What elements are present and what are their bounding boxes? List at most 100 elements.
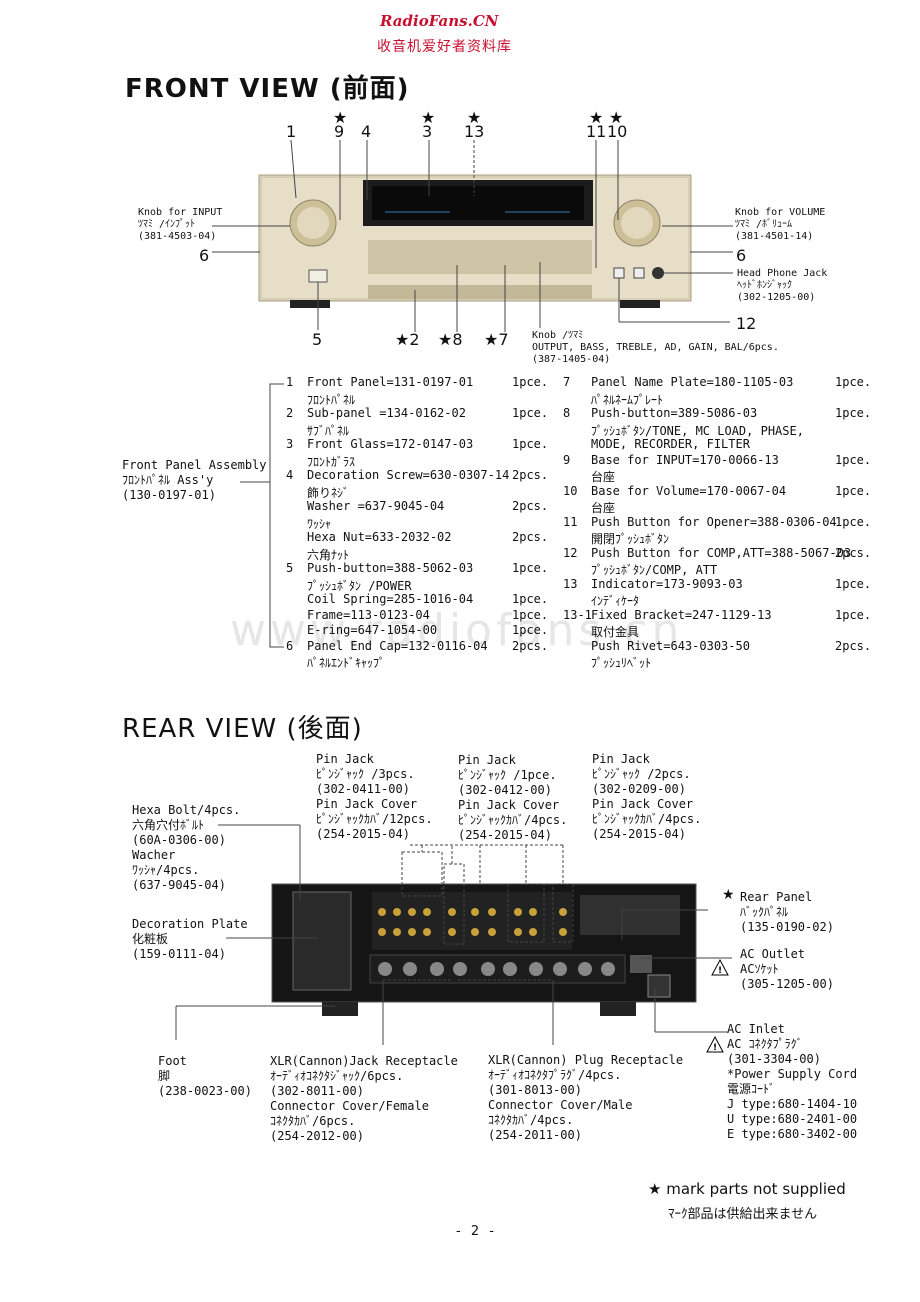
callout-9: 9: [334, 122, 345, 141]
part-number: 5: [286, 561, 294, 575]
warning-icon-2: !: [713, 1043, 717, 1053]
rear-amplifier-image: [271, 883, 697, 1016]
callout-2: ★2: [395, 330, 420, 349]
part-quantity: 2pcs.: [512, 468, 549, 482]
part-description: Base for INPUT=170-0066-13: [591, 452, 779, 467]
part-description: Indicator=173-9093-03: [591, 576, 743, 591]
callout-1: 1: [286, 122, 297, 141]
part-number: 11: [563, 514, 578, 529]
part-description: 飾りﾈｼﾞ: [307, 485, 350, 500]
part-quantity: 1pce.: [512, 607, 549, 622]
part-number: 7: [563, 375, 571, 389]
part-description: ﾌﾛﾝﾄｶﾞﾗｽ: [307, 454, 356, 469]
part-number: 6: [286, 638, 294, 653]
part-description: Coil Spring=285-1016-04: [307, 592, 474, 606]
part-description: ﾌﾟｯｼｭﾎﾞﾀﾝ /POWER: [307, 578, 412, 593]
part-description: 台座: [591, 470, 616, 484]
hexa-bolt-label: Hexa Bolt/4pcs.六角穴付ﾎﾞﾙﾄ(60A-0306-00) Wac…: [132, 803, 241, 892]
part-quantity: 1pce.: [835, 514, 872, 529]
callout-7: ★7: [484, 330, 509, 349]
rear-panel-star: ★: [722, 887, 735, 903]
part-description: Decoration Screw=630-0307-14: [307, 468, 510, 482]
part-quantity: 1pce.: [512, 561, 549, 575]
part-quantity: 2pcs.: [835, 638, 872, 653]
part-number: 2: [286, 406, 294, 420]
part-number: 13-1: [563, 607, 592, 622]
part-description: Frame=113-0123-04: [307, 607, 430, 622]
part-description: Panel End Cap=132-0116-04: [307, 638, 488, 653]
part-description: ﾌﾛﾝﾄﾊﾟﾈﾙ: [307, 392, 356, 407]
front-view-title: FRONT VIEW (前面): [125, 74, 410, 104]
callout-13: 13: [464, 122, 485, 141]
callout-10: 10: [607, 122, 628, 141]
part-description: Push-button=388-5062-03: [307, 561, 474, 575]
part-quantity: 2pcs.: [835, 545, 872, 560]
part-number: 10: [563, 483, 578, 498]
part-description: 台座: [591, 501, 616, 515]
part-description: Hexa Nut=633-2032-02: [307, 530, 452, 544]
part-description: ｲﾝﾃﾞｨｹｰﾀ: [591, 594, 640, 608]
part-description: 六角ﾅｯﾄ: [307, 547, 350, 562]
part-description: Push Rivet=643-0303-50: [591, 638, 750, 653]
callout-4: 4: [361, 122, 372, 141]
part-description: ｻﾌﾞﾊﾟﾈﾙ: [307, 423, 350, 438]
part-number: 1: [286, 375, 294, 389]
warning-icon-1: !: [718, 966, 722, 976]
callout-star-9: ★: [333, 108, 348, 127]
part-description: 開閉ﾌﾟｯｼｭﾎﾞﾀﾝ: [591, 532, 670, 546]
part-quantity: 1pce.: [512, 406, 549, 420]
part-number: 12: [563, 545, 578, 560]
part-description: Washer =637-9045-04: [307, 499, 445, 513]
part-number: 8: [563, 406, 571, 420]
page-number: - 2 -: [456, 1224, 497, 1239]
part-description: Push-button=389-5086-03: [591, 406, 758, 420]
callout-12: 12: [736, 314, 757, 333]
part-description: E-ring=647-1054-00: [307, 623, 438, 637]
part-description: MODE, RECORDER, FILTER: [591, 437, 750, 451]
part-quantity: 1pce.: [835, 375, 872, 389]
callout-star-11: ★: [589, 108, 604, 127]
part-quantity: 1pce.: [835, 607, 872, 622]
part-description: ﾊﾟﾈﾙﾈｰﾑﾌﾟﾚｰﾄ: [591, 392, 664, 407]
part-description: Front Glass=172-0147-03: [307, 437, 474, 451]
star-note-en: ★ mark parts not supplied: [648, 1180, 846, 1198]
part-number: 3: [286, 437, 294, 451]
part-description: Base for Volume=170-0067-04: [591, 483, 787, 498]
star-note-jp: ﾏｰｸ部品は供給出来ません: [668, 1207, 818, 1222]
part-description: 取付金具: [591, 625, 640, 639]
part-quantity: 1pce.: [835, 452, 872, 467]
site-subtitle: 收音机爱好者资料库: [377, 39, 512, 55]
callout-8: ★8: [438, 330, 463, 349]
part-description: Front Panel=131-0197-01: [307, 375, 474, 389]
part-quantity: 2pcs.: [512, 530, 549, 544]
part-quantity: 1pce.: [512, 623, 549, 637]
part-description: Fixed Bracket=247-1129-13: [591, 607, 772, 622]
part-quantity: 1pce.: [835, 406, 872, 420]
part-number: 4: [286, 468, 294, 482]
callout-star-10: ★: [609, 108, 624, 127]
callout-3: 3: [422, 122, 433, 141]
callout-6-left: 6: [199, 246, 210, 265]
part-quantity: 1pce.: [835, 483, 872, 498]
part-description: ﾌﾟｯｼｭﾘﾍﾞｯﾄ: [591, 656, 652, 670]
warning-icons: [706, 958, 729, 1053]
part-quantity: 1pce.: [835, 576, 872, 591]
callout-5: 5: [312, 330, 323, 349]
part-description: ﾊﾟﾈﾙｴﾝﾄﾞｷｬｯﾌﾟ: [307, 656, 386, 670]
part-quantity: 1pce.: [512, 375, 549, 389]
rear-view-title: REAR VIEW (後面): [122, 714, 363, 744]
part-quantity: 2pcs.: [512, 499, 549, 513]
part-number: 9: [563, 452, 571, 467]
